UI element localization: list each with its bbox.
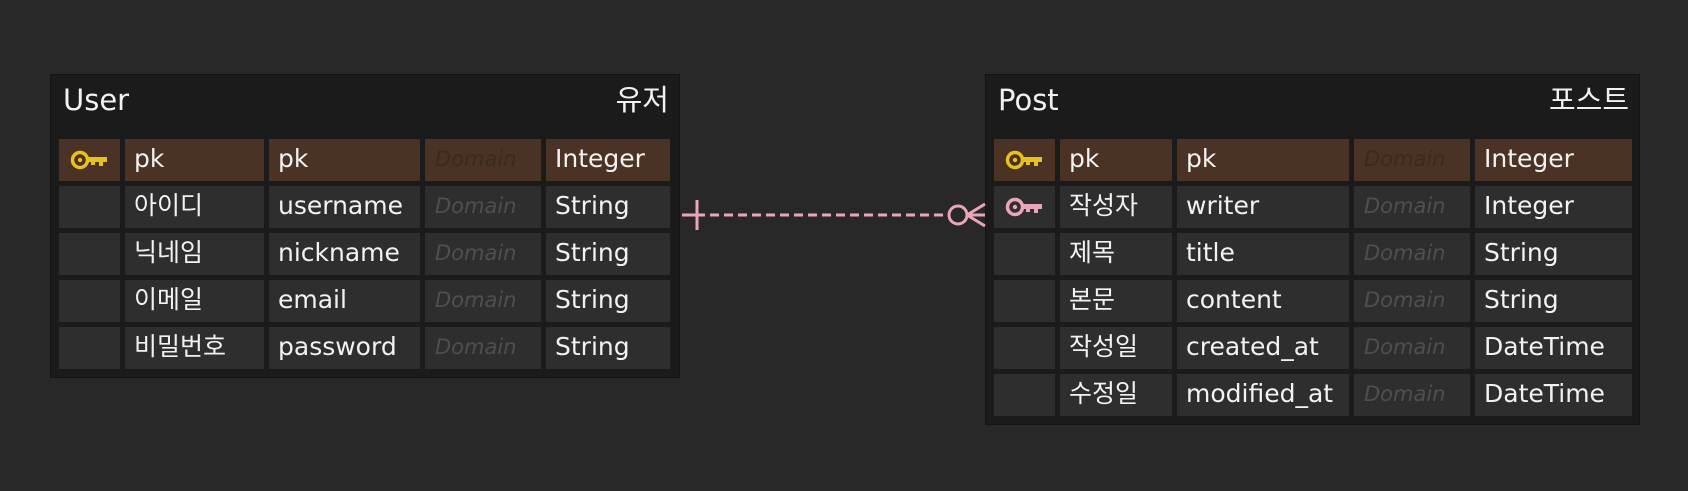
logical-name-cell[interactable]: 작성일	[1060, 327, 1172, 369]
physical-name-cell[interactable]: title	[1177, 233, 1349, 275]
domain-cell[interactable]: Domain	[425, 186, 541, 228]
domain-cell[interactable]: Domain	[1354, 233, 1470, 275]
key-cell[interactable]	[59, 327, 120, 369]
primary-key-icon	[70, 148, 110, 172]
physical-name-cell[interactable]: nickname	[269, 233, 420, 275]
physical-name-cell[interactable]: content	[1177, 280, 1349, 322]
data-type-cell[interactable]: Integer	[1475, 186, 1632, 228]
domain-cell[interactable]: Domain	[425, 233, 541, 275]
domain-cell[interactable]: Domain	[1354, 139, 1470, 181]
key-cell[interactable]	[994, 186, 1055, 228]
crowfoot-bottom	[966, 213, 986, 228]
domain-cell[interactable]: Domain	[425, 280, 541, 322]
data-type-cell[interactable]: String	[546, 327, 670, 369]
domain-cell[interactable]: Domain	[425, 327, 541, 369]
domain-cell[interactable]: Domain	[1354, 186, 1470, 228]
entity-header[interactable]: Post 포스트	[986, 75, 1639, 137]
data-type-cell[interactable]: DateTime	[1475, 374, 1632, 416]
logical-name-cell[interactable]: 이메일	[125, 280, 264, 322]
domain-cell[interactable]: Domain	[425, 139, 541, 181]
logical-name-cell[interactable]: 본문	[1060, 280, 1172, 322]
data-type-cell[interactable]: Integer	[546, 139, 670, 181]
primary-key-icon	[1005, 148, 1045, 172]
logical-name-cell[interactable]: 닉네임	[125, 233, 264, 275]
physical-name-cell[interactable]: pk	[269, 139, 420, 181]
logical-name-cell[interactable]: 수정일	[1060, 374, 1172, 416]
physical-name-cell[interactable]: username	[269, 186, 420, 228]
entity-header[interactable]: User 유저	[51, 75, 679, 137]
data-type-cell[interactable]: String	[1475, 280, 1632, 322]
physical-name-cell[interactable]: password	[269, 327, 420, 369]
entity-name: Post	[998, 83, 1059, 117]
key-cell[interactable]	[994, 233, 1055, 275]
domain-cell[interactable]: Domain	[1354, 327, 1470, 369]
crowfoot-top	[966, 202, 986, 217]
data-type-cell[interactable]: String	[546, 186, 670, 228]
key-cell[interactable]	[994, 374, 1055, 416]
foreign-key-icon	[1005, 195, 1045, 219]
data-type-cell[interactable]: DateTime	[1475, 327, 1632, 369]
domain-cell[interactable]: Domain	[1354, 280, 1470, 322]
key-cell[interactable]	[59, 280, 120, 322]
physical-name-cell[interactable]: email	[269, 280, 420, 322]
entity-label: 유저	[615, 83, 669, 117]
data-type-cell[interactable]: String	[1475, 233, 1632, 275]
key-cell[interactable]	[994, 280, 1055, 322]
physical-name-cell[interactable]: created_at	[1177, 327, 1349, 369]
data-type-cell[interactable]: String	[546, 233, 670, 275]
key-cell[interactable]	[994, 327, 1055, 369]
data-type-cell[interactable]: String	[546, 280, 670, 322]
logical-name-cell[interactable]: pk	[1060, 139, 1172, 181]
zero-marker	[947, 204, 969, 226]
domain-cell[interactable]: Domain	[1354, 374, 1470, 416]
logical-name-cell[interactable]: 아이디	[125, 186, 264, 228]
key-cell[interactable]	[59, 186, 120, 228]
logical-name-cell[interactable]: 작성자	[1060, 186, 1172, 228]
logical-name-cell[interactable]: 비밀번호	[125, 327, 264, 369]
physical-name-cell[interactable]: pk	[1177, 139, 1349, 181]
logical-name-cell[interactable]: 제목	[1060, 233, 1172, 275]
entity-label: 포스트	[1548, 83, 1629, 117]
key-cell[interactable]	[59, 139, 120, 181]
physical-name-cell[interactable]: writer	[1177, 186, 1349, 228]
key-cell[interactable]	[994, 139, 1055, 181]
data-type-cell[interactable]: Integer	[1475, 139, 1632, 181]
physical-name-cell[interactable]: modified_at	[1177, 374, 1349, 416]
key-cell[interactable]	[59, 233, 120, 275]
entity-name: User	[63, 83, 130, 117]
logical-name-cell[interactable]: pk	[125, 139, 264, 181]
